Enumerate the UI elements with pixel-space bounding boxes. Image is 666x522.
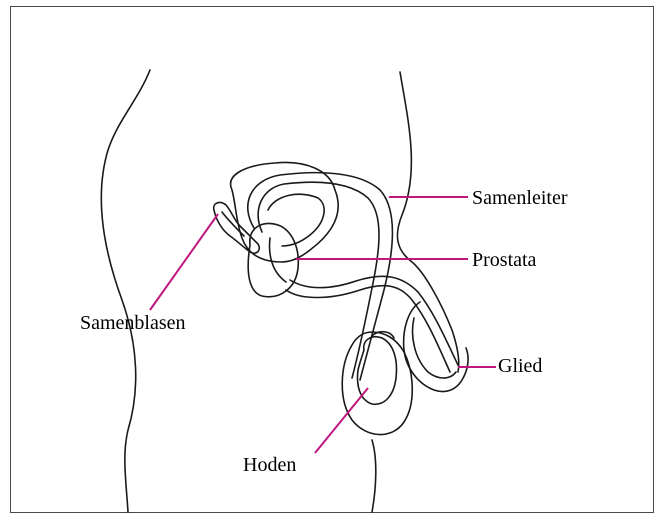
- scrotum-outline: [342, 332, 412, 435]
- urethra-through-prostata: [270, 238, 286, 282]
- glied-outline: [404, 302, 468, 392]
- label-glied: Glied: [498, 356, 542, 376]
- leader-hoden: [315, 388, 368, 453]
- body-back-outline: [101, 70, 150, 512]
- bladder-outline: [231, 162, 339, 262]
- samenleiter-duct-outer: [248, 173, 393, 380]
- leader-samenblasen: [150, 214, 218, 310]
- label-hoden: Hoden: [243, 455, 296, 475]
- urethra-outer: [286, 286, 450, 372]
- leg-outline: [372, 440, 376, 512]
- bladder-inner-outline: [268, 194, 324, 246]
- label-samenblasen: Samenblasen: [80, 313, 186, 333]
- label-samenleiter: Samenleiter: [472, 188, 568, 208]
- label-prostata: Prostata: [472, 250, 536, 270]
- body-front-outline: [397, 72, 458, 372]
